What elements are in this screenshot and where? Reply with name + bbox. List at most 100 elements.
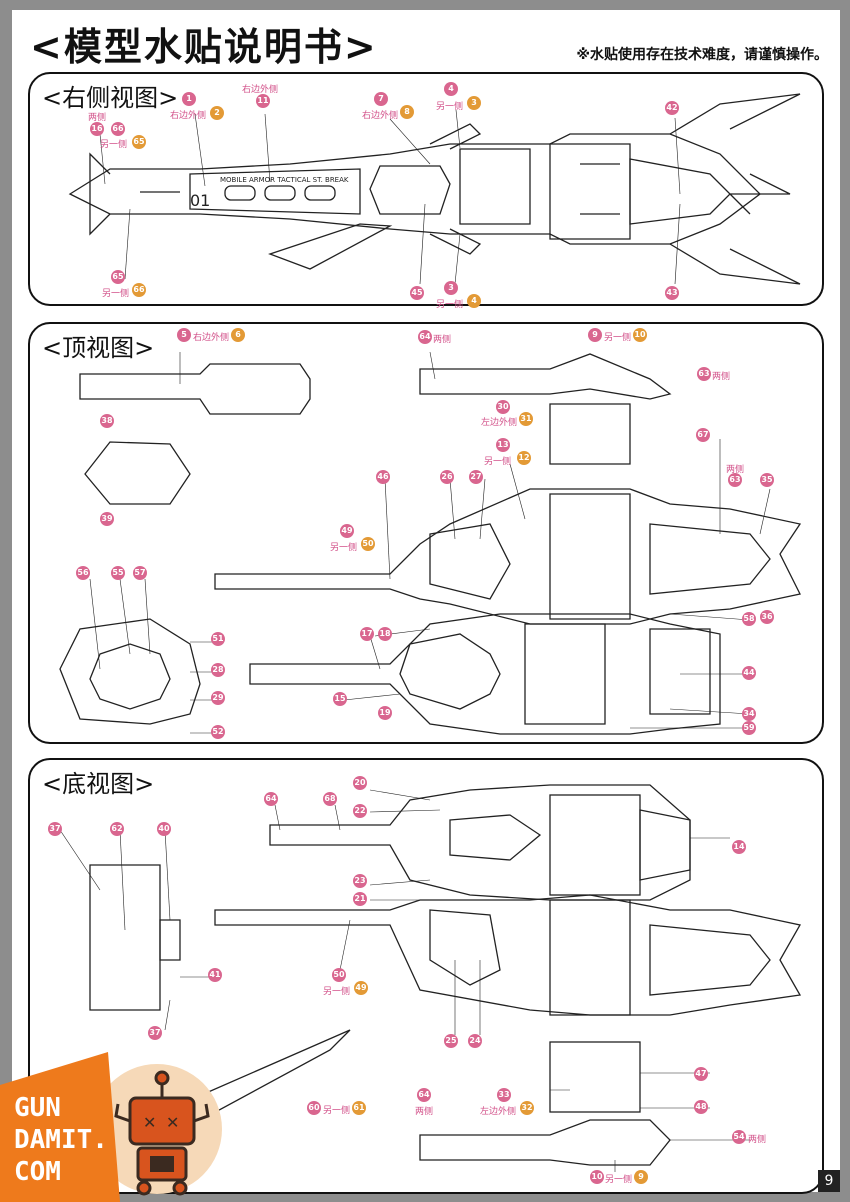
callout-63b: 63	[728, 473, 742, 487]
callout-21: 21	[353, 892, 367, 906]
callout-64c-label: 两侧	[415, 1107, 434, 1117]
callout-3b: 3	[444, 281, 458, 295]
page-number: 9	[818, 1170, 840, 1192]
callout-3-label: 另一侧	[436, 102, 464, 112]
callout-51: 51	[211, 632, 225, 646]
callout-11-label: 右边外侧	[242, 85, 279, 95]
right-view-title: <右侧视图>	[42, 84, 179, 112]
callout-1: 1	[182, 92, 196, 106]
logo-line-2: DAMIT.	[14, 1125, 108, 1155]
callout-28: 28	[211, 663, 225, 677]
top-view-panel: <顶视图>	[28, 322, 824, 744]
callout-66b-label: 另一侧	[102, 289, 130, 299]
callout-41: 41	[208, 968, 222, 982]
callout-4b-label: 另一侧	[436, 300, 464, 310]
callout-24: 24	[468, 1034, 482, 1048]
callout-29: 29	[211, 691, 225, 705]
callout-31: 31	[519, 412, 533, 426]
callout-4: 4	[444, 82, 458, 96]
callout-9: 9	[588, 328, 602, 342]
callout-10b: 10	[590, 1170, 604, 1184]
callout-58: 58	[742, 612, 756, 626]
callout-5: 5	[177, 328, 191, 342]
callout-2-label: 右边外侧	[170, 111, 207, 121]
callout-64: 64	[418, 330, 432, 344]
top-view-title: <顶视图>	[42, 334, 155, 362]
callout-49b: 49	[354, 981, 368, 995]
ship-marking: MOBILE ARMOR TACTICAL ST. BREAK	[220, 176, 349, 184]
callout-54-label: 两侧	[748, 1135, 767, 1145]
bottom-view-title: <底视图>	[42, 770, 155, 798]
page-title: <模型水贴说明书>	[30, 25, 378, 69]
callout-46: 46	[376, 470, 390, 484]
callout-6: 6	[231, 328, 245, 342]
callout-15: 15	[333, 692, 347, 706]
callout-14: 14	[732, 840, 746, 854]
callout-68: 68	[323, 792, 337, 806]
callout-39: 39	[100, 512, 114, 526]
callout-13-label: 另一侧	[484, 457, 512, 467]
logo-line-3: COM	[14, 1157, 61, 1187]
callout-49: 49	[340, 524, 354, 538]
callout-66: 66	[111, 122, 125, 136]
callout-10: 10	[633, 328, 647, 342]
callout-4b: 4	[467, 294, 481, 308]
callout-13: 13	[496, 438, 510, 452]
callout-9-label: 另一侧	[604, 333, 632, 343]
callout-43: 43	[665, 286, 679, 300]
right-view-panel: <右侧视图>	[28, 72, 824, 306]
gundamit-logo: GUN DAMIT. COM ✕ ✕	[0, 1052, 230, 1202]
callout-8: 8	[400, 105, 414, 119]
callout-45: 45	[410, 286, 424, 300]
callout-9b: 9	[634, 1170, 648, 1184]
callout-63: 63	[697, 367, 711, 381]
callout-54: 54	[732, 1130, 746, 1144]
callout-63-label: 两侧	[712, 372, 731, 382]
callout-34: 34	[742, 707, 756, 721]
top-view-ship-drawing	[59, 351, 802, 735]
callout-57: 57	[133, 566, 147, 580]
callout-61: 61	[352, 1101, 366, 1115]
logo-line-1: GUN	[14, 1093, 61, 1123]
callout-67: 67	[696, 428, 710, 442]
callout-26: 26	[440, 470, 454, 484]
right-view-ship-drawing: MOBILE ARMOR TACTICAL ST. BREAK 01	[68, 93, 801, 285]
callout-22: 22	[353, 804, 367, 818]
callout-47: 47	[694, 1067, 708, 1081]
callout-33: 33	[497, 1088, 511, 1102]
callout-65b: 65	[111, 270, 125, 284]
callout-49-label: 另一侧	[330, 543, 358, 553]
callout-65-label: 另一侧	[100, 140, 128, 150]
callout-10b-label: 另一侧	[605, 1175, 633, 1185]
callout-64b: 64	[264, 792, 278, 806]
callout-64c: 64	[417, 1088, 431, 1102]
callout-60-label: 另一侧	[323, 1106, 351, 1116]
callout-38: 38	[100, 414, 114, 428]
robot-mascot-icon: ✕ ✕	[114, 1070, 210, 1196]
callout-27: 27	[469, 470, 483, 484]
callout-20: 20	[353, 776, 367, 790]
callout-12: 12	[517, 451, 531, 465]
callout-8-label: 右边外侧	[362, 111, 399, 121]
callout-30: 30	[496, 400, 510, 414]
callout-42: 42	[665, 101, 679, 115]
bottom-view-ship-drawing	[59, 784, 802, 1172]
callout-56: 56	[76, 566, 90, 580]
callout-7: 7	[374, 92, 388, 106]
callout-19: 19	[378, 706, 392, 720]
logo-text: GUN DAMIT. COM	[14, 1092, 108, 1188]
callout-50b: 50	[332, 968, 346, 982]
callout-64-label: 两侧	[433, 335, 452, 345]
callout-65: 65	[132, 135, 146, 149]
svg-text:✕: ✕	[143, 1113, 156, 1132]
callout-66b: 66	[132, 283, 146, 297]
callout-48: 48	[694, 1100, 708, 1114]
manual-page: <模型水贴说明书> ※水贴使用存在技术难度，请谨慎操作。 <右侧视图>	[12, 10, 840, 1194]
callout-2: 2	[210, 106, 224, 120]
callout-3: 3	[467, 96, 481, 110]
callout-40: 40	[157, 822, 171, 836]
callout-5-label: 右边外侧	[193, 333, 230, 343]
svg-text:✕: ✕	[166, 1113, 179, 1132]
callout-16: 16	[90, 122, 104, 136]
callout-17: 17	[360, 627, 374, 641]
